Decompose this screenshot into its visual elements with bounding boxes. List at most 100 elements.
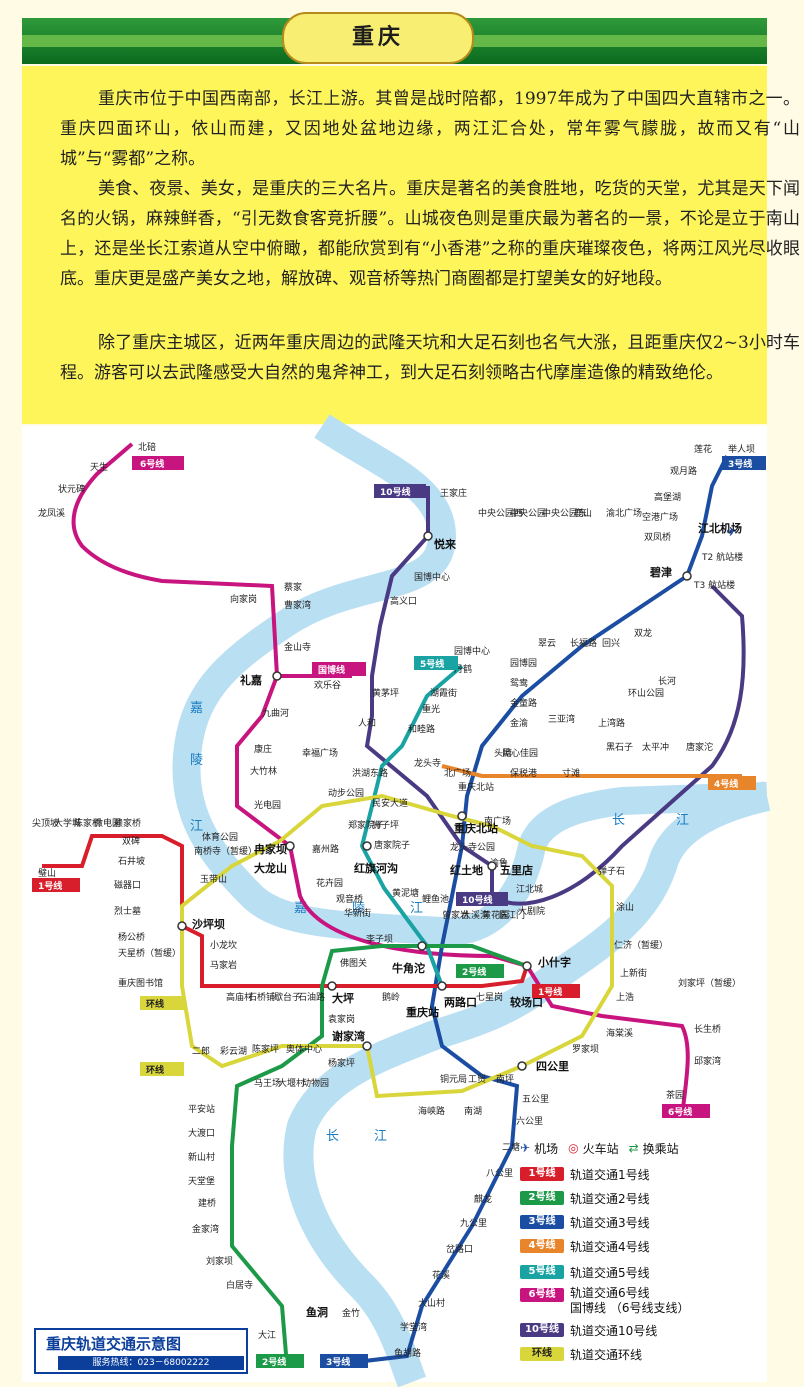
- station: 大溪沟: [462, 909, 489, 921]
- station: 湖霞街: [430, 687, 457, 699]
- hub-shapingba: 沙坪坝: [192, 917, 225, 931]
- legend-line-2-label: 轨道交通2号线: [570, 1191, 650, 1206]
- station: 铜元局: [440, 1073, 467, 1085]
- station: 八公里: [486, 1168, 513, 1179]
- station: 举人坝: [728, 443, 755, 455]
- station: 重庆北站: [458, 781, 494, 793]
- station: 金山寺: [284, 641, 311, 653]
- station: T2 航站楼: [701, 551, 743, 563]
- station: 龙凤溪: [38, 507, 65, 519]
- station: 民安大道: [372, 797, 408, 809]
- transfer-icon: [362, 1041, 372, 1051]
- station: 中央公园: [510, 507, 546, 519]
- river-label-yangtze-4: 江: [374, 1129, 387, 1144]
- station: 彩云湖: [220, 1046, 247, 1057]
- station: 二塘: [502, 1141, 520, 1153]
- line-2-badge: 2号线: [520, 1191, 564, 1205]
- station: 学堂湾: [400, 1321, 427, 1333]
- transfer-icon: [522, 961, 532, 971]
- yangtze-river: [283, 781, 771, 1387]
- station: 杨公桥: [118, 931, 145, 943]
- line-4-badge: 4号线: [520, 1239, 564, 1253]
- line-10-north-stations: 王家庄 中央公园西 中央公园 中央公园东 鹿山 渝北广场 国博中心 高义口 黄茅…: [372, 487, 642, 699]
- station: 头塘: [494, 747, 512, 759]
- station: 欢乐谷: [314, 679, 341, 691]
- station: 曹家湾: [284, 599, 311, 611]
- legend-line-3-label: 轨道交通3号线: [570, 1215, 650, 1230]
- badge-l5: [414, 656, 458, 670]
- badge-l1-east-label: 1号线: [538, 986, 562, 998]
- station: 大竹林: [250, 765, 277, 777]
- transfer-icon: [517, 1061, 527, 1071]
- legend-line-5: 5号线 轨道交通5号线: [520, 1262, 650, 1282]
- station: 长生桥: [694, 1023, 721, 1035]
- badge-guobo: [312, 662, 366, 676]
- station: 邱家湾: [694, 1055, 721, 1067]
- station: 渝北广场: [606, 507, 642, 519]
- station: 鲤鱼池: [422, 893, 449, 905]
- intro-paragraph-1: 重庆市位于中国西南部，长江上游。其曾是战时陪都，1997年成为了中国四大直辖市之…: [60, 89, 800, 169]
- station: 双凤桥: [644, 531, 671, 543]
- station: 保税港: [510, 767, 537, 779]
- station: 平安站: [188, 1103, 215, 1115]
- station: 海棠溪: [606, 1027, 633, 1039]
- hub-yudong: 鱼洞: [306, 1305, 328, 1319]
- station: 刘家坪（暂缓）: [678, 977, 741, 989]
- transfer-icon: [417, 941, 427, 951]
- badge-loop-south: [140, 1062, 184, 1076]
- map-legend: ✈ 机场 ◎ 火车站 ⇄ 换乘站 1号线 轨道交通1号线 2号线 轨道交通2号线…: [520, 1138, 760, 1368]
- station: 袁家岗: [328, 1013, 355, 1025]
- hub-xiaoshizi: 小什字: [537, 955, 571, 969]
- legend-line-4-label: 轨道交通4号线: [570, 1239, 650, 1254]
- line-5-badge: 5号线: [520, 1265, 564, 1279]
- hub-hongqihegou: 红旗河沟: [354, 861, 398, 875]
- station: 蔡家: [284, 581, 302, 593]
- station: 建桥: [198, 1197, 216, 1209]
- legend-line-1: 1号线 轨道交通1号线: [520, 1164, 650, 1184]
- legend-line-loop-label: 轨道交通环线: [570, 1347, 643, 1362]
- station: 新山村: [188, 1151, 215, 1163]
- station: 园博园: [510, 657, 537, 669]
- station: 弹子石: [598, 865, 625, 877]
- station: 上浩: [616, 991, 634, 1003]
- station: 幸福广场: [302, 747, 338, 759]
- transfer-icon: [682, 571, 692, 581]
- legend-line-loop: 环线 轨道交通环线: [520, 1344, 642, 1364]
- station: 奥体中心: [286, 1043, 322, 1055]
- badge-guobo-label: 国博线: [318, 664, 345, 676]
- station: 南湖: [464, 1105, 482, 1117]
- badge-l2-mid-label: 2号线: [462, 966, 486, 978]
- station: 鹿山: [574, 507, 592, 519]
- station: 大山村: [418, 1297, 445, 1309]
- hub-hongtudi: 红土地: [450, 863, 483, 877]
- legend-line-10: 10号线 轨道交通10号线: [520, 1320, 657, 1340]
- hub-bijin: 碧津: [649, 565, 672, 579]
- station: 赖家桥: [114, 817, 141, 829]
- hub-stations: 江北机场 碧津 悦来 礼嘉 冉家坝 大龙山 沙坪坝 牛角沱 重庆北站 红旗河沟 …: [192, 521, 742, 1319]
- transfer-markers: [177, 531, 692, 1071]
- station: 向家岗: [230, 593, 257, 605]
- station: 莲花: [694, 443, 712, 455]
- transfer-icon: [327, 981, 337, 991]
- station: 北广场: [444, 767, 471, 779]
- line-10: [364, 486, 746, 906]
- hub-ranjiaba: 冉家坝: [254, 842, 287, 856]
- river-label-yangtze-2: 江: [676, 813, 689, 828]
- station: 高义口: [390, 595, 417, 607]
- hub-xiejiawan: 谢家湾: [332, 1029, 365, 1043]
- station: 黄茅坪: [372, 687, 399, 699]
- badge-l4-label: 4号线: [714, 778, 738, 790]
- station: 大江: [258, 1329, 276, 1341]
- legend-train-label: 火车站: [582, 1141, 619, 1156]
- badge-l10-south-label: 10号线: [462, 894, 493, 906]
- outer-stations: 尖顶坡 大学城 陈家桥 微电园 赖家桥 体育公园 双碑 石井坡 磁器口 烈士墓 …: [32, 817, 741, 1359]
- legend-line-6-label: 轨道交通6号线: [570, 1286, 650, 1300]
- legend-line-3: 3号线 轨道交通3号线: [520, 1212, 650, 1232]
- station: 上湾路: [598, 717, 625, 729]
- station: 动步公园: [328, 788, 364, 799]
- line-3-badge: 3号线: [520, 1215, 564, 1229]
- station: 体育公园: [202, 831, 238, 843]
- station: 茶园: [666, 1089, 684, 1101]
- station: 民心佳园: [502, 747, 538, 759]
- hub-lijia: 礼嘉: [240, 673, 262, 687]
